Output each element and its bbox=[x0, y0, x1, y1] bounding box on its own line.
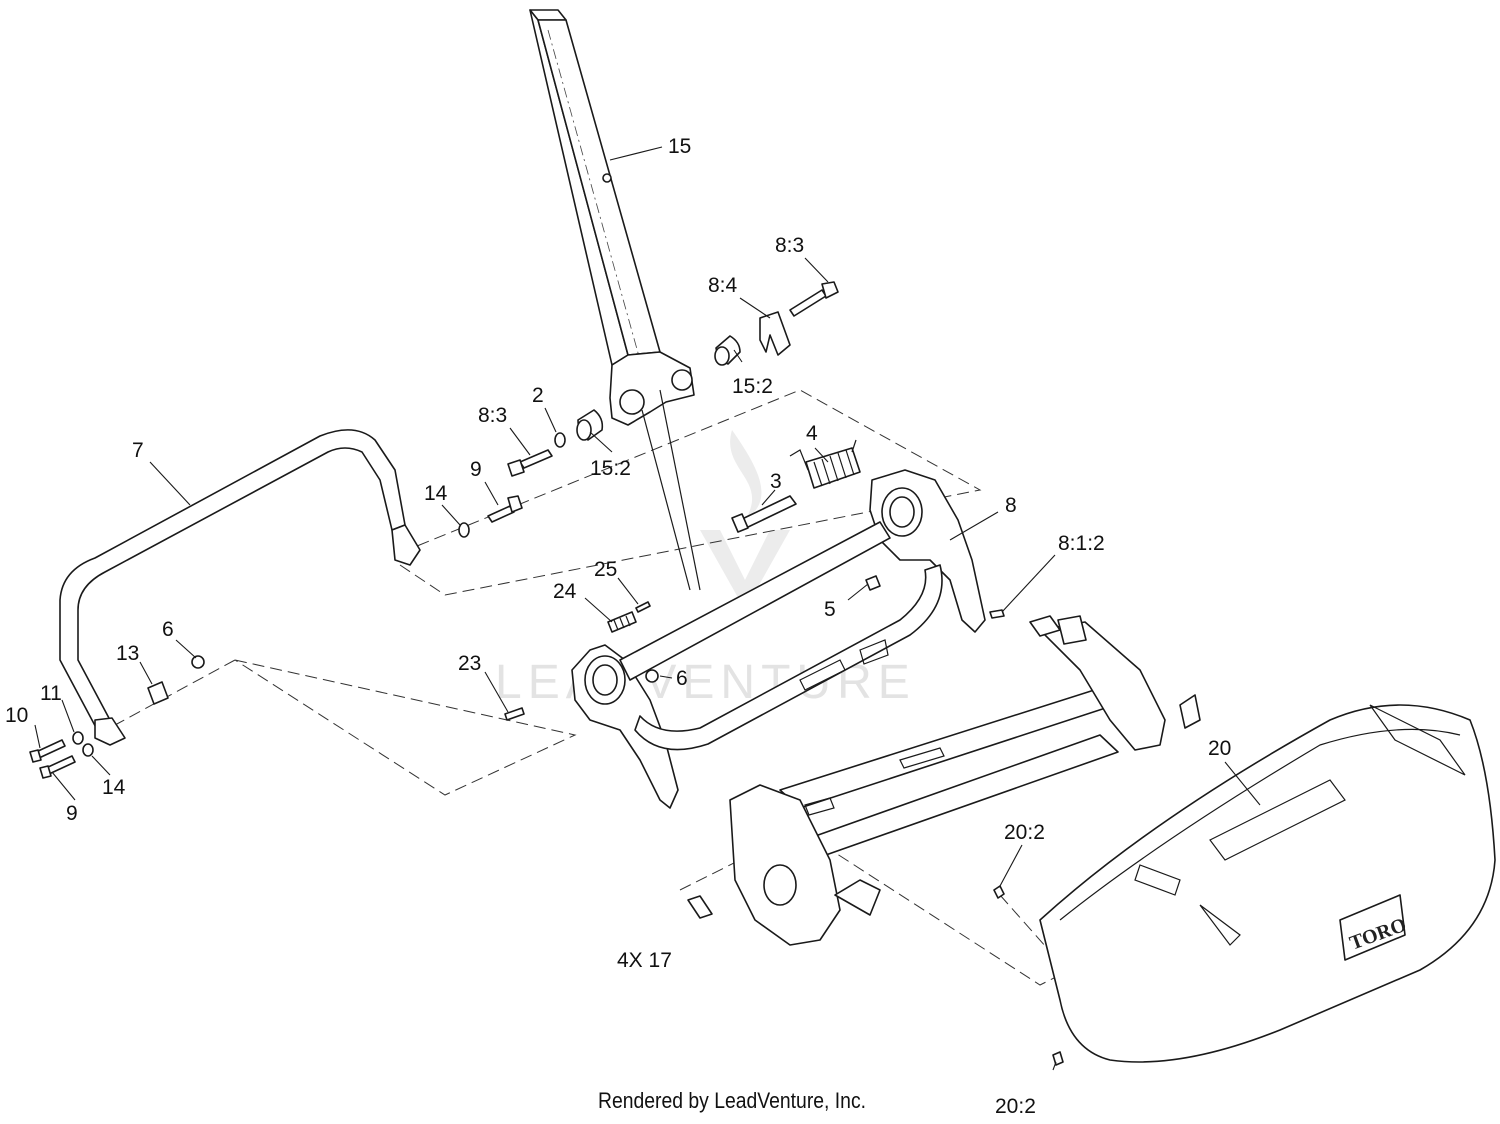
callout-7: 7 bbox=[132, 439, 144, 462]
leader-lines bbox=[34, 146, 1261, 1071]
part-8-1-2-pin bbox=[989, 609, 1005, 619]
part-15-2-bushing-left bbox=[576, 409, 604, 441]
callout-2: 2 bbox=[532, 384, 544, 407]
part-23-pin bbox=[504, 707, 525, 721]
callout-4x-17: 4X 17 bbox=[617, 949, 672, 972]
part-20-2-screw-top bbox=[993, 885, 1005, 899]
part-8-3-bolt-left bbox=[507, 449, 553, 477]
part-3-pin bbox=[731, 495, 797, 533]
callout-8-3-top: 8:3 bbox=[775, 234, 804, 257]
callout-8: 8 bbox=[1005, 494, 1017, 517]
part-5-screw bbox=[865, 575, 881, 591]
callout-14-bottom: 14 bbox=[102, 776, 126, 799]
callout-3: 3 bbox=[770, 470, 782, 493]
callout-6-mid: 6 bbox=[676, 667, 688, 690]
callout-13: 13 bbox=[116, 642, 139, 665]
axle-assembly bbox=[729, 615, 1201, 946]
part-2-washer bbox=[554, 432, 566, 448]
part-14-spacer-top bbox=[458, 522, 470, 538]
part-8-4-bracket bbox=[759, 311, 791, 356]
callout-20-2-bottom: 20:2 bbox=[995, 1095, 1036, 1118]
footer-credit: Rendered by LeadVenture, Inc. bbox=[598, 1088, 867, 1113]
part-10-bolt bbox=[29, 739, 66, 763]
part-4-spring bbox=[789, 439, 861, 489]
callout-8-1-2: 8:1:2 bbox=[1058, 532, 1105, 555]
part-20-2-screw-bottom bbox=[1052, 1051, 1064, 1066]
callout-labels: 15 8:3 8:4 15:2 2 8:3 15:2 4 7 9 14 3 8 … bbox=[5, 135, 1231, 1118]
callout-15-2-right: 15:2 bbox=[732, 375, 773, 398]
callout-6-left: 6 bbox=[162, 618, 174, 641]
part-6-nut-left bbox=[191, 655, 205, 669]
part-24-spring bbox=[607, 611, 637, 633]
part-25-pin bbox=[635, 601, 651, 613]
callout-23: 23 bbox=[458, 652, 481, 675]
callout-20-2-top: 20:2 bbox=[1004, 821, 1045, 844]
callout-20: 20 bbox=[1208, 737, 1231, 760]
part-14-spacer-bottom bbox=[82, 743, 94, 757]
part-8-frame bbox=[571, 469, 986, 809]
part-15-steering-tube bbox=[529, 9, 701, 591]
callout-4: 4 bbox=[806, 422, 818, 445]
callout-11: 11 bbox=[40, 682, 62, 705]
part-17-fastener bbox=[687, 895, 713, 919]
callout-9-top: 9 bbox=[470, 458, 482, 481]
part-9-bolt-bottom bbox=[39, 755, 76, 779]
part-15-2-bushing-right bbox=[714, 335, 741, 366]
callout-5: 5 bbox=[824, 598, 836, 621]
callout-24: 24 bbox=[553, 580, 577, 603]
part-9-bolt-top bbox=[487, 495, 523, 523]
part-20-front-weight: TORO bbox=[1039, 704, 1496, 1063]
callout-8-3-left: 8:3 bbox=[478, 404, 507, 427]
part-11-washer bbox=[72, 731, 84, 745]
callout-14-top: 14 bbox=[424, 482, 448, 505]
callout-9-bottom: 9 bbox=[66, 802, 78, 825]
part-13-spacer bbox=[147, 681, 169, 705]
callout-8-4: 8:4 bbox=[708, 274, 738, 297]
callout-15: 15 bbox=[668, 135, 691, 158]
callout-25: 25 bbox=[594, 558, 617, 581]
part-8-3-bolt-top bbox=[789, 281, 839, 317]
part-7-bumper-bar bbox=[59, 429, 421, 746]
callout-15-2-left: 15:2 bbox=[590, 457, 631, 480]
callout-10: 10 bbox=[5, 704, 28, 727]
part-6-nut-mid bbox=[645, 669, 659, 683]
